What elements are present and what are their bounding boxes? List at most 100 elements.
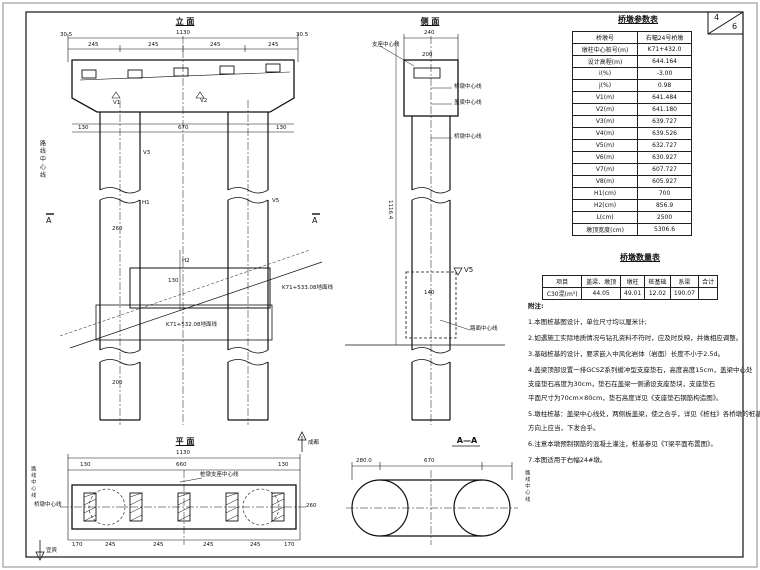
param-val: 700 (637, 187, 692, 200)
param-key: V6(m) (571, 151, 639, 164)
sheet-number-box (707, 11, 744, 35)
param-val: 641.484 (637, 91, 692, 104)
plan-mid: 660 (176, 462, 187, 468)
side-note-2: 盖梁中心线 (454, 100, 482, 106)
elev-seg-4: 245 (268, 42, 279, 48)
table-row: V1(m)641.484 (571, 91, 692, 104)
elevation-title: 立 面 (175, 17, 195, 26)
note-line-9: 7.本图适用于右幅24#墩。 (528, 456, 607, 464)
table-row: 墩柱中心桩号(m)K71+432.0 (571, 43, 692, 56)
plan-b0: 170 (72, 542, 83, 548)
elev-seg-2: 245 (148, 42, 159, 48)
elev-seg-0: 30.5 (60, 32, 73, 38)
elev-ground2: K71+532.08地面线 (166, 322, 217, 328)
param-key: H2(cm) (571, 199, 639, 212)
side-dim-2: 1116.4 (386, 200, 393, 220)
plan-side-l: 130 (80, 462, 91, 468)
param-header: 桥墩号 右幅24号桥墩 (571, 31, 692, 44)
sheet-number: 4 (714, 13, 720, 22)
side-note-1: 桥墩中心线 (454, 84, 482, 90)
side-note-0: 支座中心线 (372, 42, 400, 48)
table-row: 墩顶宽度(cm)5306.6 (571, 223, 692, 236)
param-val: 856.9 (637, 199, 692, 212)
plan-view (35, 431, 308, 561)
note-line-4: 支座垫石高度为30cm，垫石在盖梁一侧通设支座垫块，支座垫石 (528, 380, 716, 388)
qty-h1: 盖梁、墩顶 (581, 275, 621, 288)
qty-c2: 49.01 (619, 287, 646, 300)
qty-h0: 项目 (541, 275, 583, 288)
elev-centerline: 路 线 中 心 线 (38, 140, 46, 178)
side-v5: V5 (464, 266, 474, 274)
param-key: V8(m) (571, 175, 639, 188)
table-row: V8(m)605.927 (571, 175, 692, 188)
section-title: A—A (456, 436, 478, 445)
table-row: C30混(m³) 44.05 49.01 12.02 190.07 (541, 287, 718, 300)
plan-b2: 245 (153, 542, 164, 548)
param-val: 639.727 (637, 115, 692, 128)
note-line-1: 2.如遇施工实际地质情况与钻孔资料不符时，应及时反映，并做相应调整。 (528, 334, 743, 342)
elev-mid-0: 130 (78, 125, 89, 131)
param-key: V1(m) (571, 91, 639, 104)
elev-h1: 130 (168, 278, 179, 284)
qty-table-title: 桥墩数量表 (620, 253, 660, 262)
elev-mark-v5: V5 (272, 198, 280, 204)
plan-b1: 245 (105, 542, 116, 548)
table-row: H1(cm)700 (571, 187, 692, 200)
table-row: V4(m)639.526 (571, 127, 692, 140)
side-note-4: 路面中心线 (470, 326, 498, 332)
param-key: i(%) (571, 67, 639, 80)
qty-h5: 合计 (698, 275, 718, 288)
note-line-2: 3.基础桩基的设计，要求嵌入中风化岩体（岩面）长度不小于2.5d。 (528, 350, 725, 358)
table-row: i(%)-3.00 (571, 67, 692, 80)
note-line-8: 6.注意本墩预制钢筋的混凝土灌注，桩基参见《T梁平面布置图》。 (528, 440, 717, 448)
elev-seg-5: 30.5 (296, 32, 309, 38)
plan-b4: 245 (250, 542, 261, 548)
param-table-title: 桥墩参数表 (618, 15, 658, 24)
table-row: V5(m)632.727 (571, 139, 692, 152)
qty-c4: 190.07 (669, 287, 700, 300)
table-row: 设计高程(m)644.164 (571, 55, 692, 68)
param-key: V2(m) (571, 103, 639, 116)
param-header-0: 桥墩号 (571, 31, 639, 44)
table-row: V7(m)607.727 (571, 163, 692, 176)
param-key: j(%) (571, 79, 639, 92)
param-key: 墩柱中心桩号(m) (571, 43, 639, 56)
elev-pier-dia: 260 (112, 226, 123, 232)
sec-side: 路 线 中 心 线 (524, 470, 531, 502)
qty-c0: C30混(m³) (541, 287, 583, 300)
param-val: 632.727 (637, 139, 692, 152)
table-row: H2(cm)856.9 (571, 199, 692, 212)
qty-h4: 系梁 (669, 275, 700, 288)
param-val: 0.98 (637, 79, 692, 92)
param-key: 设计高程(m) (571, 55, 639, 68)
plan-side-r: 130 (278, 462, 289, 468)
note-line-3: 4.盖梁顶部设置一排GCSZ系列缓冲型支座垫石，高度高度15cm，盖梁中心处 (528, 366, 753, 374)
plan-b5: 170 (284, 542, 295, 548)
table-row: V2(m)641.180 (571, 103, 692, 116)
param-val: 2500 (637, 211, 692, 224)
param-key: V3(m) (571, 115, 639, 128)
param-key: H1(cm) (571, 187, 639, 200)
param-key: 墩顶宽度(cm) (571, 223, 639, 236)
note-line-0: 1.本图桩基图设计，单位尺寸均以厘米计; (528, 318, 647, 326)
param-val: -3.00 (637, 67, 692, 80)
side-title: 侧 面 (420, 17, 440, 26)
sec-mid: 670 (424, 458, 435, 464)
param-val: 605.927 (637, 175, 692, 188)
note-line-6: 5.墩柱桩基：盖梁中心线处，两侧板盖梁，使之合乎，详见《桩柱》各桥墩的桩基 (528, 410, 760, 418)
param-key: V4(m) (571, 127, 639, 140)
qty-table: 项目 盖梁、墩顶 墩柱 桩基础 系梁 合计 C30混(m³) 44.05 49.… (541, 275, 718, 300)
table-row: L(cm)2500 (571, 211, 692, 224)
plan-bearing: 桩墩支座中心线 (200, 472, 239, 478)
plan-b3: 245 (203, 542, 214, 548)
side-dim-1: 200 (422, 52, 433, 58)
qty-c3: 12.02 (644, 287, 671, 300)
plan-title: 平 面 (175, 437, 195, 446)
elev-mark-v3: V3 (143, 150, 151, 156)
table-row: V3(m)639.727 (571, 115, 692, 128)
elev-seg-3: 245 (210, 42, 221, 48)
table-row: j(%)0.98 (571, 79, 692, 92)
side-dim-0: 240 (424, 30, 435, 36)
